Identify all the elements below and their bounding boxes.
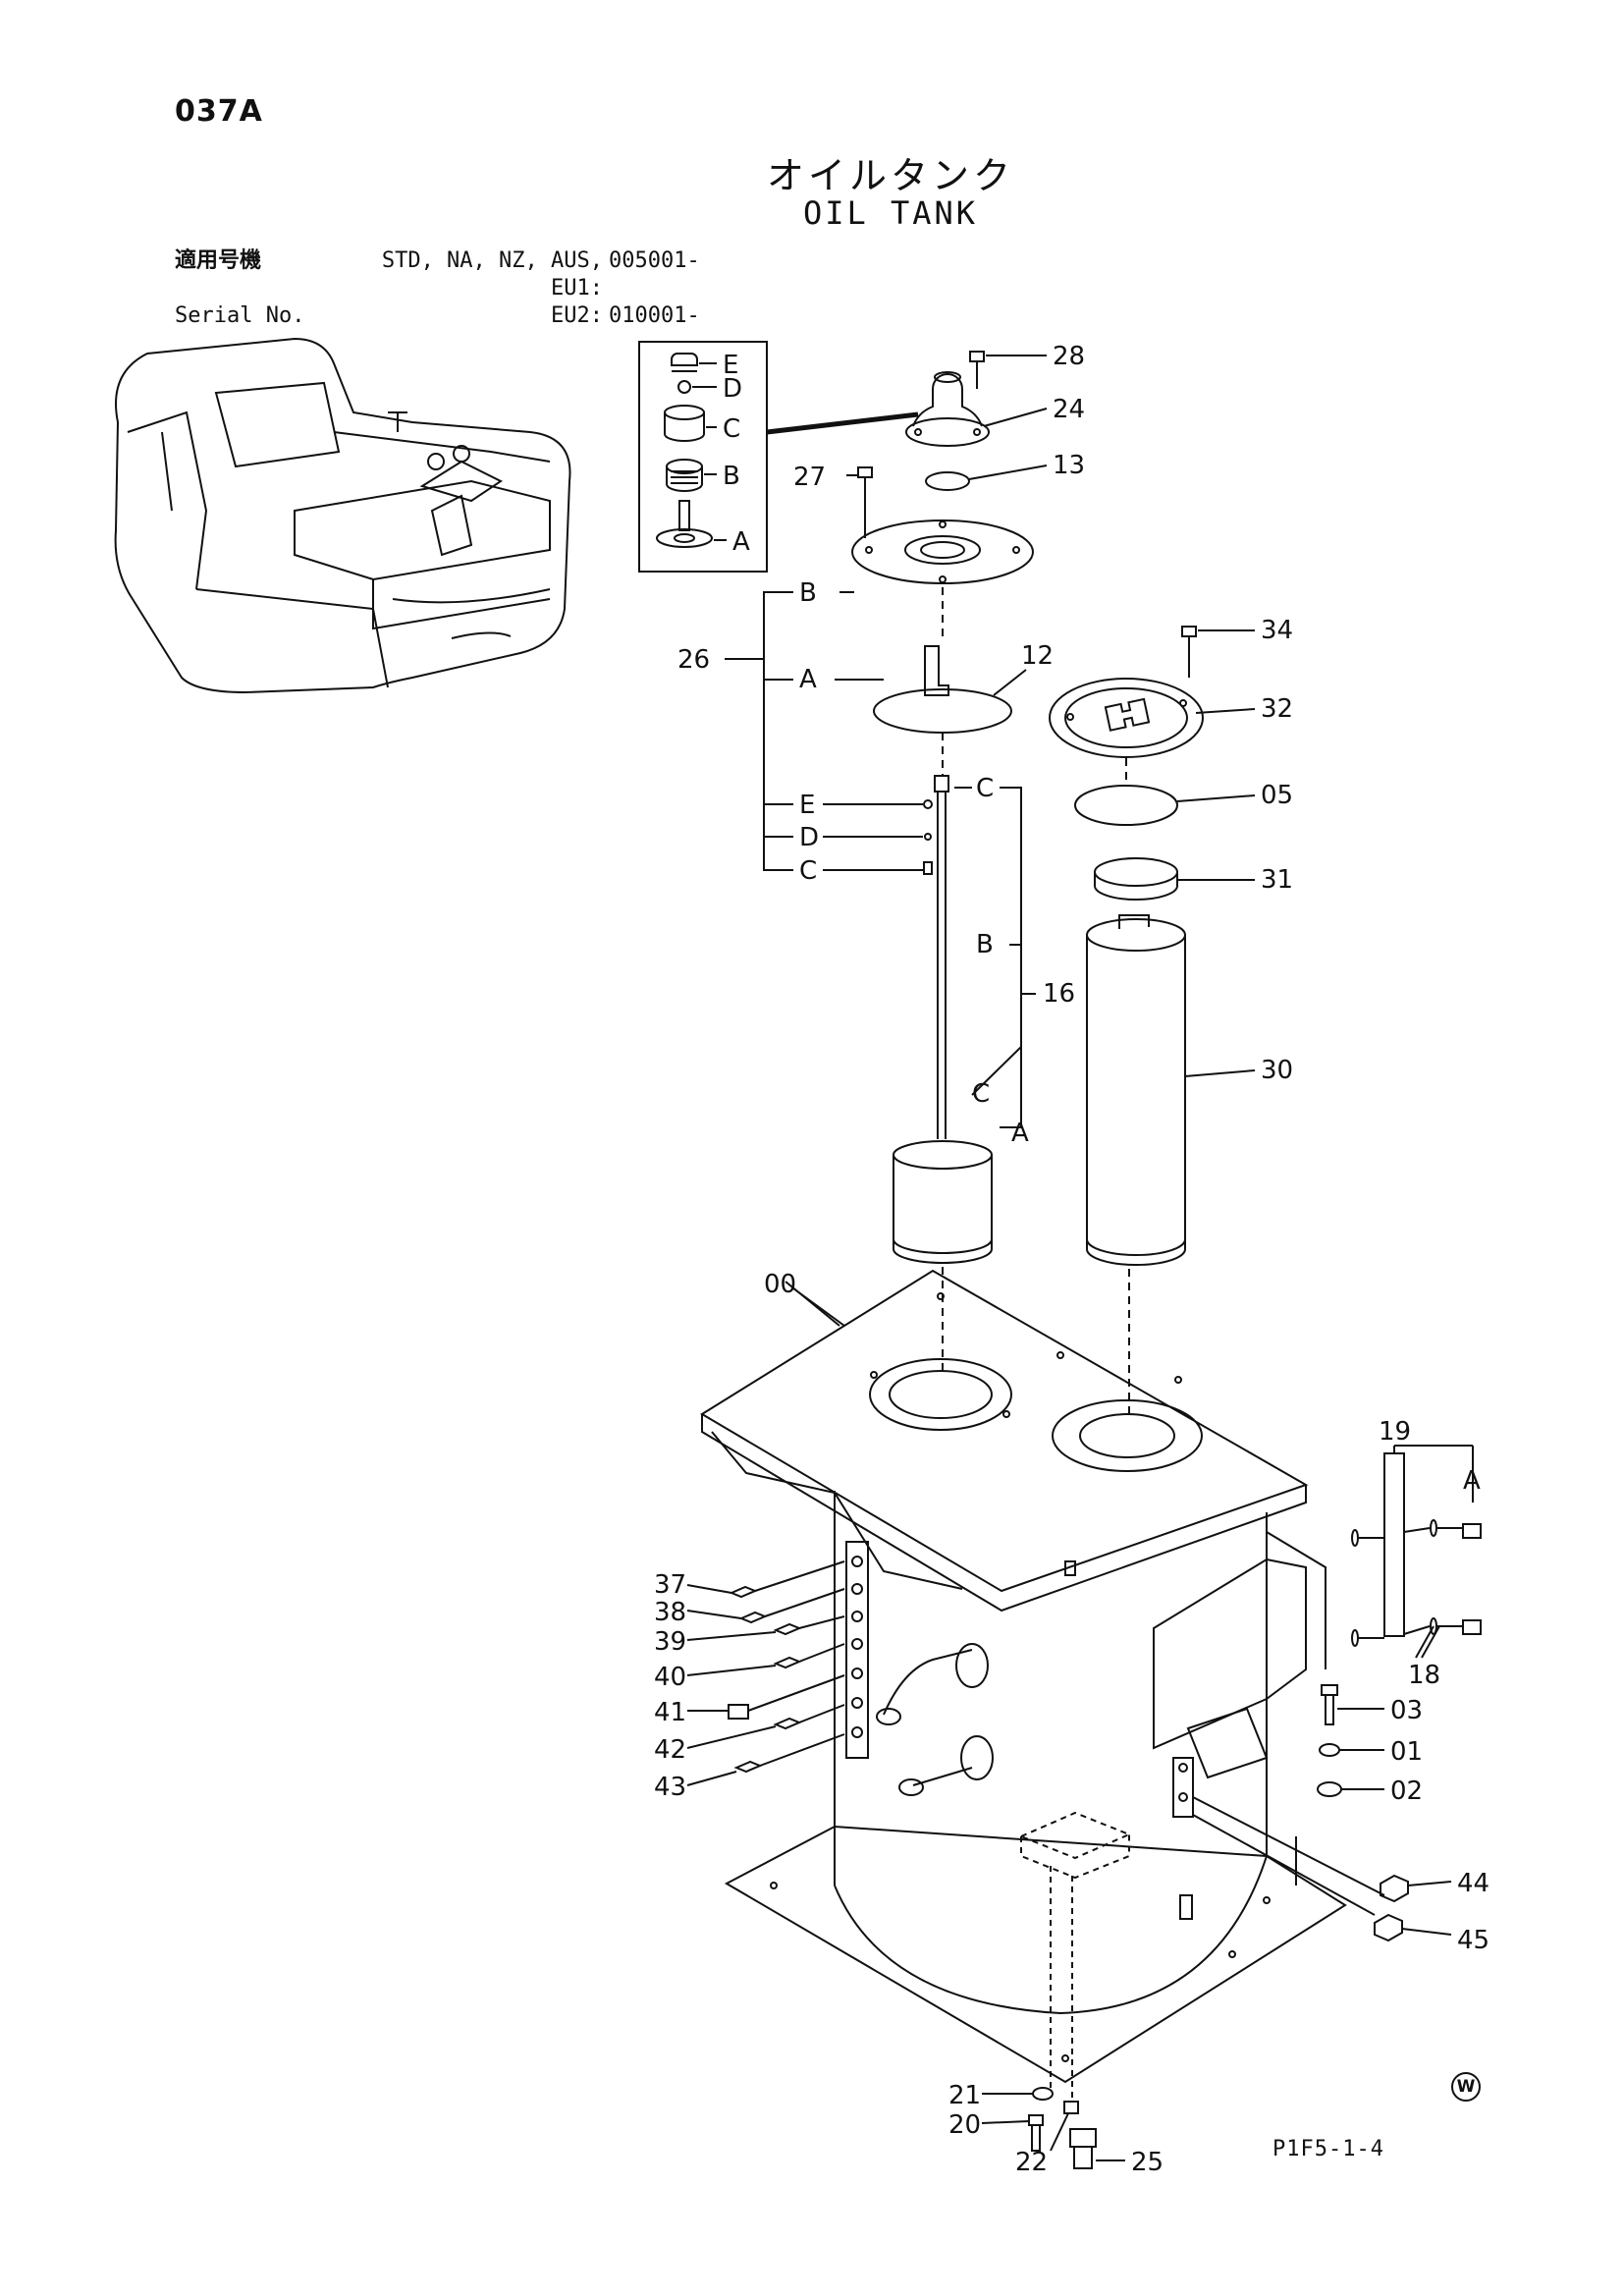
return-filter-assembly <box>1049 626 1256 1414</box>
side-fittings <box>686 1560 845 1786</box>
serial-number-2: 010001- <box>609 303 700 328</box>
callout-40: 40 <box>654 1663 686 1692</box>
inset-label-c: C <box>723 414 740 444</box>
oil-tank-body <box>700 1269 1385 2102</box>
level-switch-assembly <box>725 351 1048 1375</box>
callout-21: 21 <box>948 2081 981 2110</box>
callout-01: 01 <box>1390 1737 1423 1767</box>
excavator-location-sketch <box>114 337 571 694</box>
rod-label-c-top: C <box>976 774 994 803</box>
serial-models-1: STD, NA, NZ, AUS, EU1: <box>381 248 603 301</box>
callout-03: 03 <box>1390 1696 1423 1725</box>
rod-label-a: A <box>1011 1119 1029 1148</box>
assembly-label-e: E <box>799 791 815 820</box>
callout-labels: 28 24 13 27 26 12 16 34 32 05 31 30 00 1… <box>654 342 1489 2177</box>
callout-38: 38 <box>654 1598 686 1627</box>
callout-34: 34 <box>1261 616 1293 645</box>
assembly-label-d: D <box>799 823 819 852</box>
callout-31: 31 <box>1261 865 1293 895</box>
callout-42: 42 <box>654 1735 686 1765</box>
callout-44: 44 <box>1457 1869 1489 1898</box>
w-mark-symbol: W <box>1451 2072 1481 2102</box>
serial-label-english: Serial No. <box>175 303 305 328</box>
callout-41: 41 <box>654 1698 686 1727</box>
callout-39: 39 <box>654 1627 686 1657</box>
inset-label-e: E <box>723 351 738 380</box>
callout-00: 00 <box>764 1270 796 1299</box>
callout-22: 22 <box>1015 2148 1048 2177</box>
page-title-english: OIL TANK <box>802 194 979 232</box>
page-code: 037A <box>175 94 263 129</box>
callout-19: 19 <box>1379 1417 1411 1447</box>
callout-12: 12 <box>1021 641 1054 671</box>
inset-label-d: D <box>723 374 742 404</box>
assembly-label-b: B <box>799 578 817 608</box>
inset-label-a: A <box>732 527 750 557</box>
drain-parts <box>981 2087 1125 2169</box>
serial-models-2: EU2: <box>551 303 603 328</box>
assembly-label-c: C <box>799 856 817 886</box>
assembly-label-a: A <box>799 665 817 694</box>
serial-label-japanese: 適用号機 <box>175 248 262 273</box>
rod-label-c-bottom: C <box>972 1079 990 1109</box>
rod-label-b: B <box>976 930 994 959</box>
tank-band-hardware <box>1317 1445 1482 1942</box>
page-title-japanese: オイルタンク <box>766 154 1014 197</box>
callout-37: 37 <box>654 1570 686 1600</box>
callout-02: 02 <box>1390 1777 1423 1806</box>
callout-32: 32 <box>1261 694 1293 724</box>
serial-number-1: 005001- <box>609 248 700 273</box>
level-switch-inset <box>638 341 768 573</box>
callout-13: 13 <box>1053 451 1085 480</box>
callout-43: 43 <box>654 1773 686 1802</box>
callout-24: 24 <box>1053 395 1085 424</box>
callout-16: 16 <box>1043 979 1075 1009</box>
figure-code: P1F5-1-4 <box>1272 2137 1384 2161</box>
serial-row-1: 適用号機 STD, NA, NZ, AUS, EU1: 005001- <box>175 247 700 302</box>
callout-27: 27 <box>793 463 826 492</box>
serial-row-2: Serial No. EU2: 010001- <box>175 302 700 330</box>
strap-label-a: A <box>1463 1466 1481 1496</box>
callout-28: 28 <box>1053 342 1085 371</box>
serial-number-table: 適用号機 STD, NA, NZ, AUS, EU1: 005001- Seri… <box>175 247 700 330</box>
callout-25: 25 <box>1131 2148 1164 2177</box>
inset-label-b: B <box>723 462 740 491</box>
callout-18: 18 <box>1408 1661 1440 1690</box>
callout-26: 26 <box>677 645 710 675</box>
callout-30: 30 <box>1261 1056 1293 1085</box>
callout-20: 20 <box>948 2110 981 2140</box>
callout-05: 05 <box>1261 781 1293 810</box>
callout-45: 45 <box>1457 1926 1489 1955</box>
